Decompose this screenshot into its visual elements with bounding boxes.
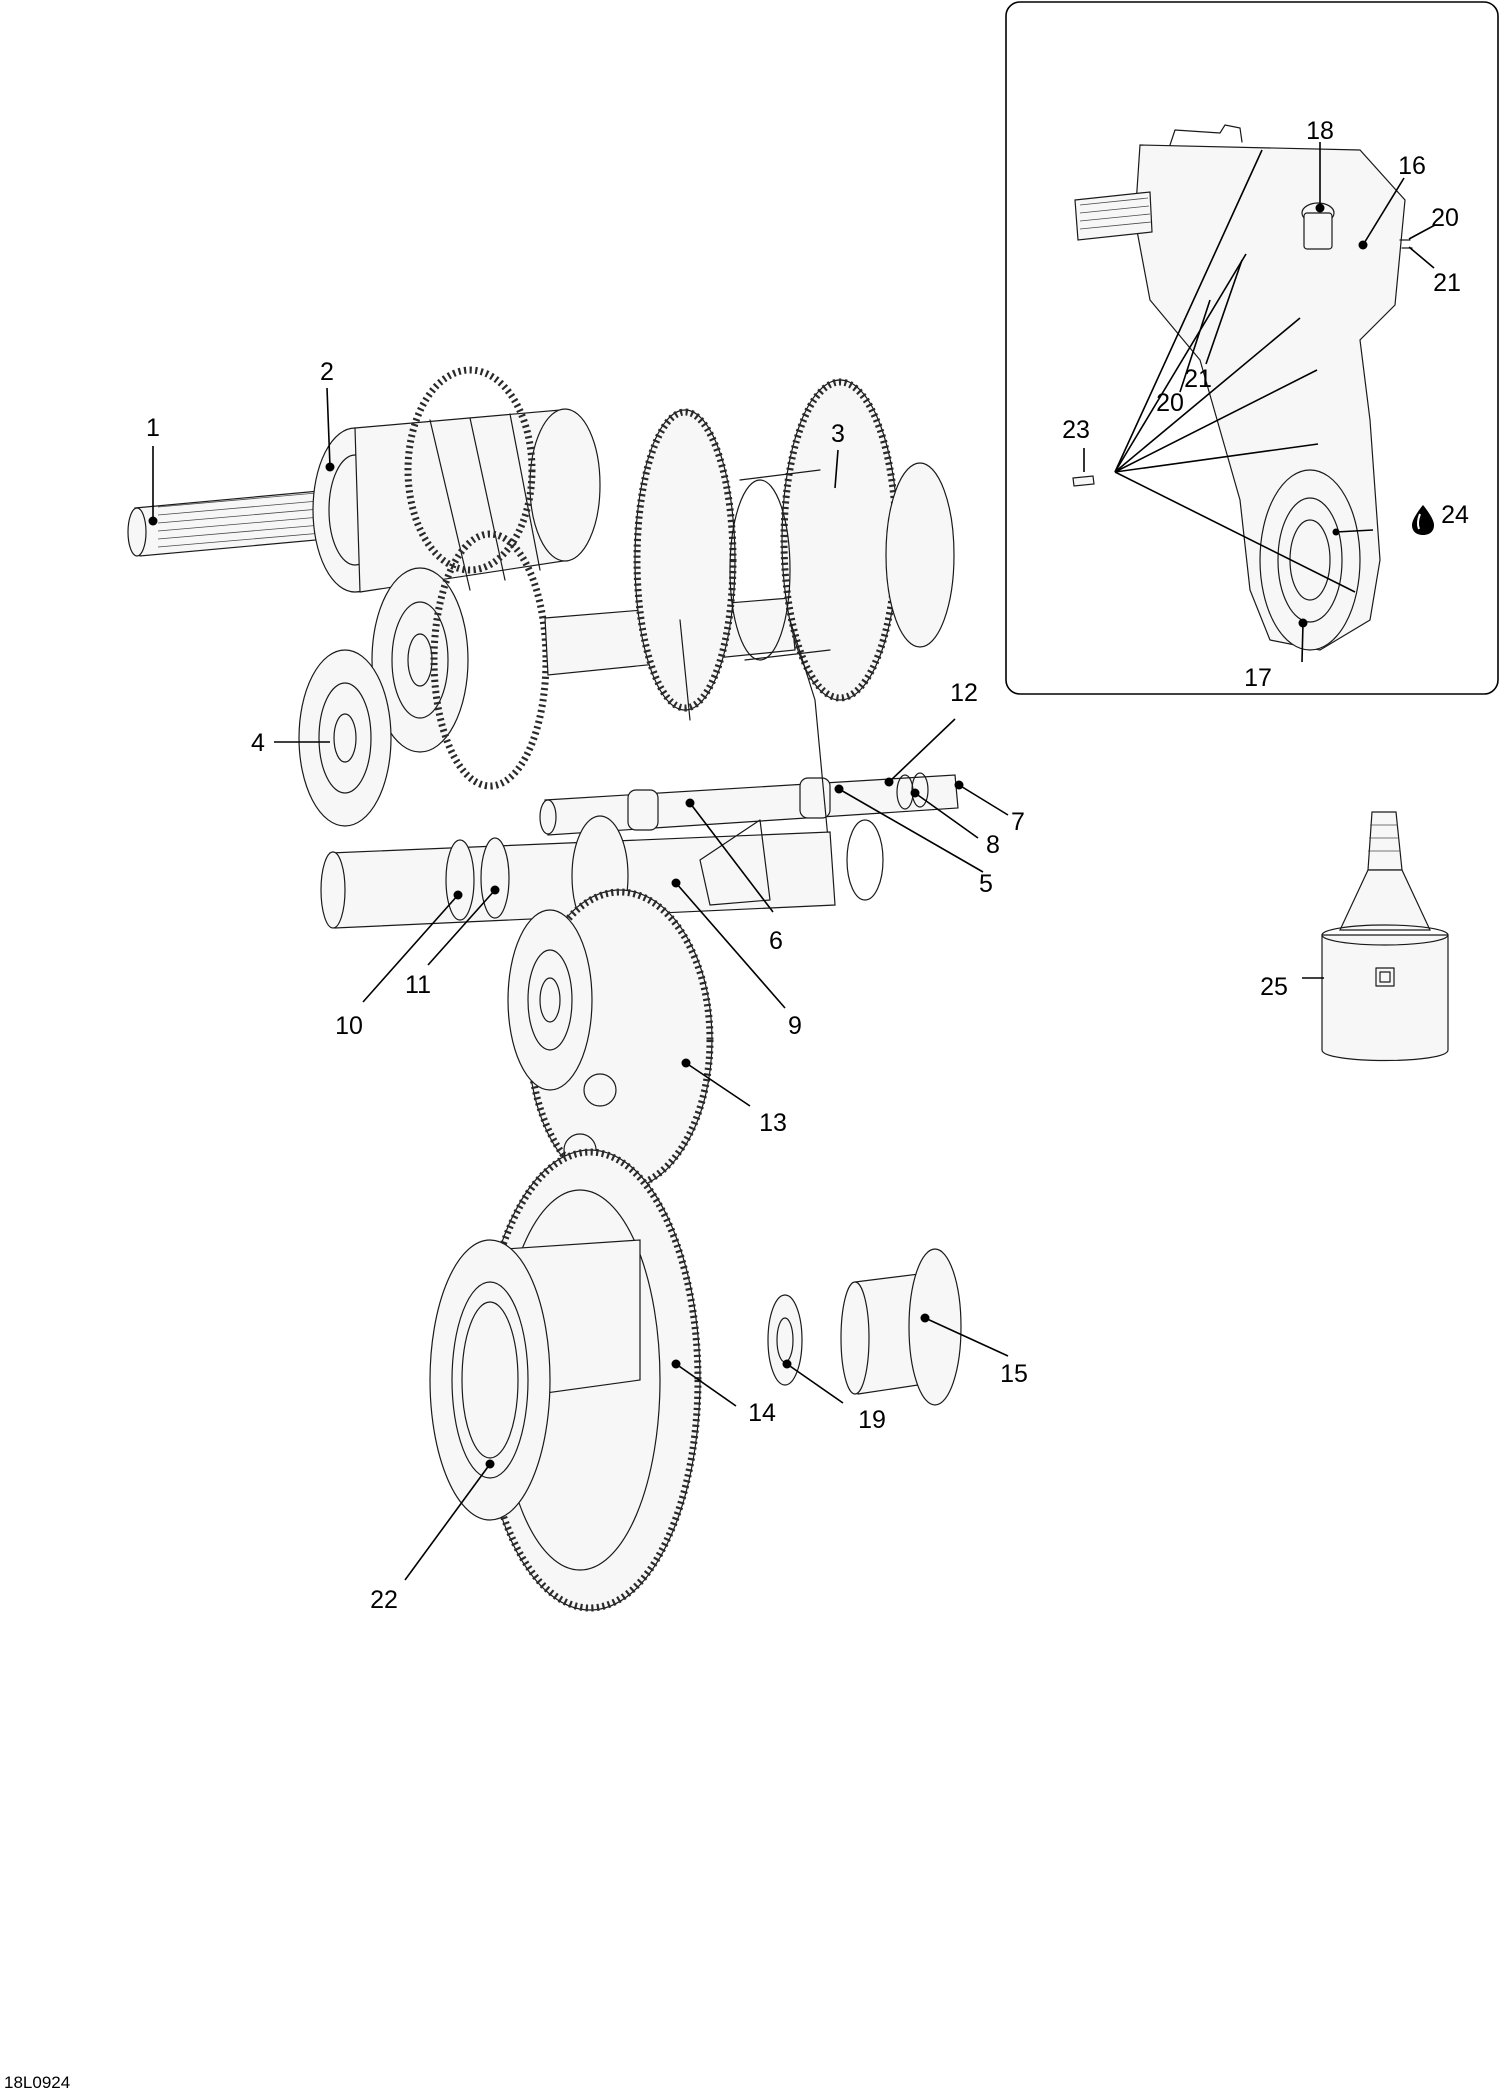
oil-drop-highlight [1416,513,1421,530]
leader-lines [152,142,1436,1581]
callout-19: 19 [858,1406,886,1434]
callout-21-upper: 21 [1433,269,1461,297]
callout-3: 3 [831,420,845,448]
callout-6: 6 [769,927,783,955]
inset-housing-drawing [1072,124,1413,651]
callout-25: 25 [1260,973,1288,1001]
callout-12: 12 [950,679,978,707]
callout-13: 13 [759,1109,787,1137]
callout-4: 4 [251,729,265,757]
callout-11: 11 [405,971,431,999]
shift-fork-assembly-drawing [539,619,959,861]
callout-15: 15 [1000,1360,1028,1388]
callout-1: 1 [146,414,160,442]
flanged-bushing-drawing [840,1248,962,1406]
callout-8: 8 [986,831,1000,859]
primary-gear-drawing [312,366,601,593]
callout-22: 22 [370,1586,398,1614]
oil-drop-icon [1412,505,1434,535]
callout-7: 7 [1011,808,1025,836]
callout-14: 14 [748,1399,776,1427]
callout-2: 2 [320,358,334,386]
input-shaft-drawing [127,489,339,557]
lubricant-bottle-drawing [1321,811,1449,1062]
bearing-stack-drawing [298,530,550,827]
callout-17: 17 [1244,664,1272,692]
main-assembly-drawing [127,366,962,1612]
callout-20-upper: 20 [1431,204,1459,232]
callout-24: 24 [1441,501,1469,529]
callout-9: 9 [788,1012,802,1040]
output-gear-drawing [429,1148,702,1612]
callout-23: 23 [1062,416,1090,444]
counter-shaft-drawing [544,378,955,712]
callout-labels: 1 2 3 4 5 6 7 8 9 10 11 12 13 14 15 16 1… [146,117,1469,1614]
callout-5: 5 [979,870,993,898]
callout-10: 10 [335,1012,363,1040]
callout-21-lower: 21 [1184,365,1212,393]
callout-16: 16 [1398,152,1426,180]
figure-reference: 18L0924 [4,2073,70,2092]
callout-18: 18 [1306,117,1334,145]
idler-gear-drawing [507,888,714,1192]
inset-frame [1005,1,1499,695]
callout-20-lower: 20 [1156,389,1184,417]
leader-dots [148,203,1368,1469]
